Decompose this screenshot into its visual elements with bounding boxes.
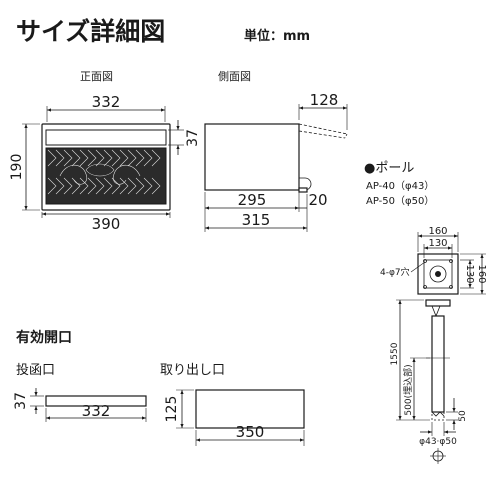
side-dim-top: 128 — [310, 91, 339, 109]
pole-dim-diameter: φ43·φ50 — [419, 437, 457, 447]
outlet-height: 125 — [164, 396, 180, 423]
side-dim-flange: 20 — [308, 191, 327, 209]
pole-dim-50: 50 — [458, 410, 468, 422]
pole-heading: ●ポール — [364, 161, 414, 176]
openings-heading: 有効開口 — [16, 329, 72, 346]
pole-section: ●ポール AP-40（φ43） AP-50（φ50） 160 130 130 1… — [364, 161, 487, 464]
pole-model-2: AP-50（φ50） — [366, 195, 434, 207]
page-title: サイズ詳細図 — [16, 17, 165, 46]
outlet-width: 350 — [236, 423, 265, 441]
pole-dim-160-side: 160 — [476, 264, 487, 283]
pole-dim-1550: 1550 — [390, 342, 400, 365]
slot-label: 投函口 — [16, 362, 55, 378]
front-dim-bottom: 390 — [92, 215, 121, 233]
side-view: 128 295 20 315 — [204, 91, 348, 232]
front-dim-top: 332 — [92, 93, 121, 111]
front-dim-height: 190 — [9, 154, 25, 181]
pole-holes-label: 4-φ7穴 — [380, 266, 410, 278]
front-dim-slot: 37 — [185, 129, 201, 147]
side-dim-depth: 295 — [238, 191, 267, 209]
front-view: 332 190 37 390 — [9, 93, 201, 233]
slot-width: 332 — [82, 402, 111, 420]
pole-model-1: AP-40（φ43） — [366, 180, 434, 192]
side-view-label: 側面図 — [218, 70, 251, 83]
slot-height: 37 — [13, 392, 29, 410]
pole-dim-160-top: 160 — [428, 226, 447, 237]
pole-dim-130-top: 130 — [428, 238, 447, 249]
openings-section: 有効開口 投函口 取り出し口 37 332 125 350 — [13, 329, 305, 446]
front-view-label: 正面図 — [80, 70, 113, 83]
outlet-label: 取り出し口 — [160, 363, 225, 378]
unit-label: 単位：mm — [244, 28, 310, 44]
side-dim-total: 315 — [242, 211, 271, 229]
pole-dim-130-side: 130 — [464, 264, 475, 283]
pole-dim-500: 500(埋込部) — [402, 364, 414, 415]
